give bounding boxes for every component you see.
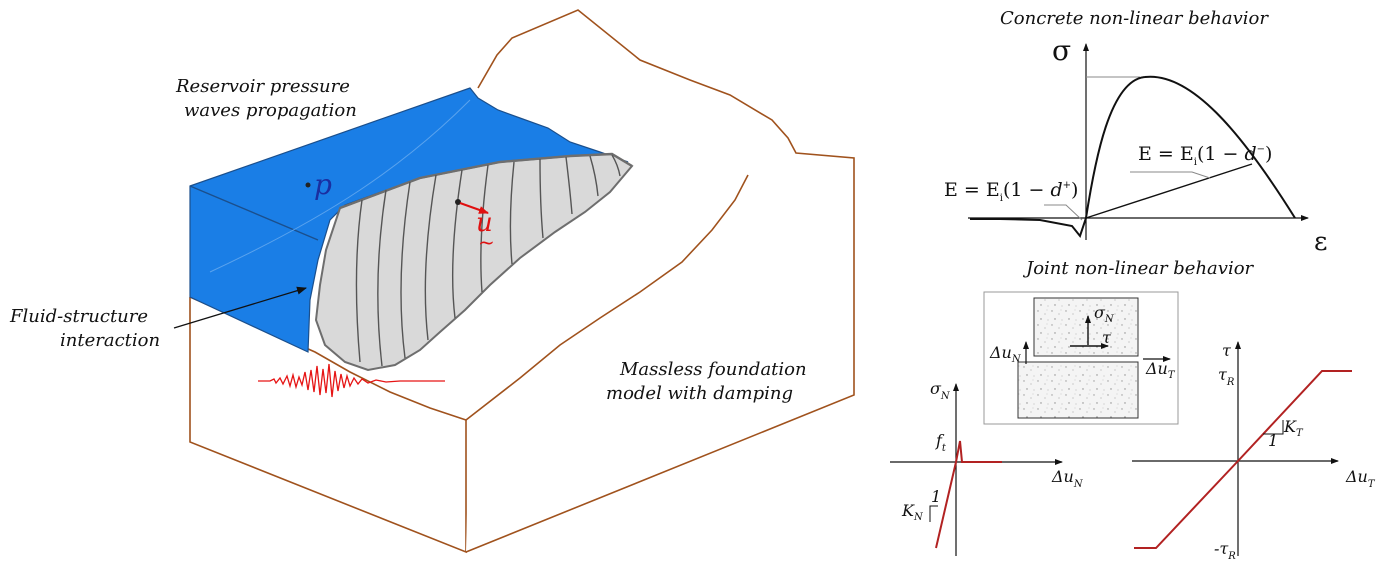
eq-compression-leader [1130,171,1211,179]
shear-slope-triangle [1263,420,1284,435]
normal-ft-label: ft [935,431,947,454]
concrete-epsilon-label: ε [1314,227,1327,257]
fsi-label-line2: interaction [60,330,160,351]
fsi-pointer-arrow [173,286,307,329]
eq-tension: E = Ei(1 − d+) [944,179,1078,204]
dam-model-block: u ~ p [189,9,855,554]
normal-law-plot: σN ΔuN ft KN 1 [890,379,1084,556]
seismic-signal [258,363,445,398]
reservoir-label-line2: waves propagation [184,100,357,121]
upper-block [1033,297,1139,357]
shear-neg-tau-r-label: -τR [1214,539,1236,562]
shear-tau-label: τ [1222,341,1232,360]
normal-slope-triangle [929,505,938,522]
dam-crest [339,152,633,210]
foundation-label-line1: Massless foundation [619,359,807,380]
normal-sigma-label: σN [930,379,951,402]
normal-du-label: ΔuN [1051,467,1084,490]
lower-block [1017,361,1139,419]
concrete-unloading-line [1085,163,1253,219]
concrete-stress-strain-curve [1085,75,1296,219]
displacement-arrow [459,202,489,214]
concrete-sigma-label: σ [1052,34,1071,67]
normal-one-label: 1 [931,487,941,506]
reservoir-label-line1: Reservoir pressure [175,76,350,97]
fsi-label-line1: Fluid-structure [9,306,148,327]
foundation-front-face [189,297,467,554]
shear-law-curve [1134,370,1352,549]
node-p-dot [305,182,311,188]
dam-joints [355,154,621,367]
eq-compression: E = Ei(1 − d−) [1138,143,1272,168]
reservoir-faint-line [209,99,471,273]
terrain-right-bank-edge [465,174,749,421]
node-u-dot [455,199,461,205]
box-tau-label: τ [1102,328,1112,347]
normal-law-curve [935,440,1002,549]
concrete-law-diagram: Concrete non-linear behavior σ ε E = Ei(… [944,8,1327,257]
box-sigma-label: σN [1094,303,1115,325]
concrete-title: Concrete non-linear behavior [1000,8,1269,29]
box-du-t-label: ΔuT [1145,359,1176,381]
u-tilde: ~ [478,230,495,254]
joint-law-diagram: Joint non-linear behavior σN τ ΔuN ΔuT σ… [890,258,1376,562]
p-symbol: p [314,168,332,201]
shear-k-label: KT [1283,417,1304,439]
u-symbol: u [476,208,493,238]
concrete-tension-branch [970,217,1087,239]
shear-one-label: 1 [1268,431,1278,450]
shear-du-label: ΔuT [1345,467,1376,490]
eq-tension-leader [1044,204,1083,221]
box-du-n-label: ΔuN [989,343,1022,365]
joint-title: Joint non-linear behavior [1022,258,1255,279]
foundation-right-face [465,9,855,553]
shear-tau-r-label: τR [1218,365,1235,388]
shear-law-plot: τ τR -τR ΔuT KT 1 [1132,341,1376,562]
foundation-label-line2: model with damping [606,383,793,404]
normal-k-label: KN [901,501,924,523]
reservoir-upstream-edge [189,185,319,241]
